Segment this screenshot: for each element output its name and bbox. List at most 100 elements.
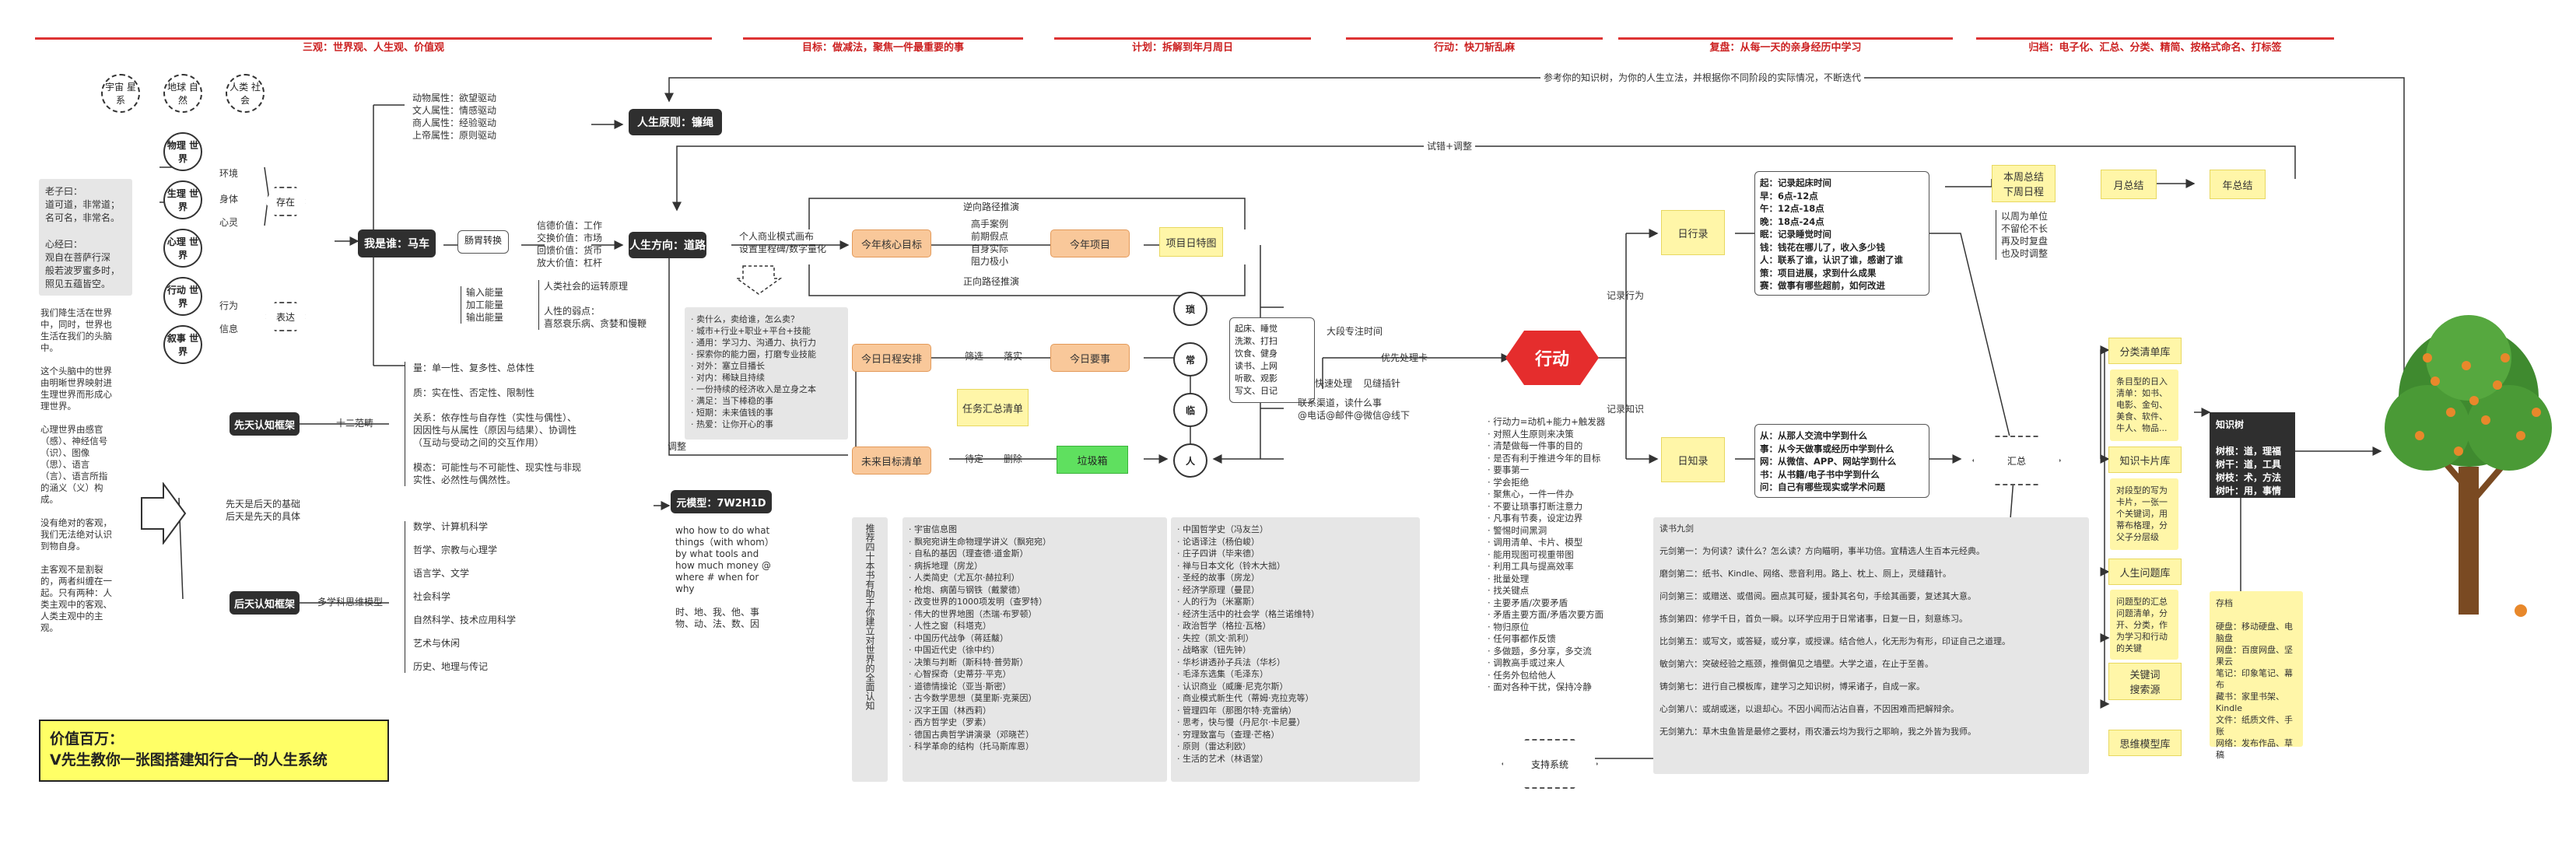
down-arrow-icon	[735, 265, 782, 295]
action-people: 人	[1173, 443, 1207, 478]
future-list: 未来目标清单	[852, 447, 931, 475]
monthly-summary: 月总结	[2101, 170, 2157, 199]
lbl-big-time: 大段专注时间	[1327, 326, 1383, 337]
lbl-contact: 联系渠道，读什么事 @电话@邮件@微信@线下	[1298, 397, 1411, 421]
side-behavior: 行为	[219, 300, 239, 311]
trash-box: 垃圾箱	[1057, 446, 1128, 474]
social-text: 人类社会的运转原理 人性的弱点： 喜怒衰乐病、贪婪和慢鞭	[538, 280, 647, 330]
header-plan: 计划：拆解到年月周日	[1054, 37, 1311, 60]
daily-action-log: 日行录	[1661, 210, 1725, 255]
action-routine: 常	[1173, 342, 1207, 376]
routine-box: 起床、睡觉 洗漱、打扫 饮食、健身 读书、上网 听歌、观影 写文、日记	[1229, 317, 1315, 403]
header-goal: 目标：做减法，聚焦一件最重要的事	[743, 37, 1023, 60]
daily-schedule: 今日日程安排	[852, 344, 931, 372]
side-info: 信息	[219, 324, 239, 334]
energy-text: 输入能量 加工能量 输出能量	[461, 286, 503, 324]
yearly-summary: 年总结	[2210, 170, 2266, 199]
world-psychological: 心理 世界	[163, 229, 202, 268]
promo-line2: V先生教你一张图搭建知行合一的人生系统	[50, 751, 328, 769]
books-right: · 中国哲学史（冯友兰） · 论语译注（杨伯峻） · 庄子四讲（毕来德） · 禅…	[1171, 517, 1420, 782]
tree-icon	[2385, 315, 2552, 617]
header-worldview: 三观：世界观、人生观、价值观	[35, 37, 712, 60]
direction-note: 个人商业模式画布 设置里程碑/数字量化	[739, 231, 827, 254]
principle-block: 人生原则：镰绳	[629, 109, 722, 135]
weekly-note: 以周为单位 不留伦不长 再及时复盘 也及时调整	[1996, 210, 2048, 260]
promo-line1: 价值百万：	[50, 730, 124, 748]
task-summary: 任务汇总清单	[957, 389, 1029, 426]
books-left: · 宇宙信息图 · 飘宛宛讲生命物理学讲义（飘宛宛） · 自私的基因（理查德·道…	[902, 517, 1167, 782]
action-guide: · 行动力=动机+能力+触发器 · 对照人生原则来决策 · 清楚做每一件事的目的…	[1488, 416, 1606, 692]
after-framework: 后天认知框架	[230, 591, 300, 615]
lbl-delete: 删除	[1004, 454, 1023, 464]
keyword-search-tab: 关键词 搜索源	[2108, 663, 2182, 700]
reading-title: 读书九剑	[1660, 524, 1694, 534]
life-question-tab: 人生问题库	[2108, 559, 2182, 585]
year-project: 今年项目	[1050, 229, 1130, 257]
discipline-list: 数学、计算机科学 哲学、宗教与心理学 语言学、文学 社会科学 自然科学、技术应用…	[405, 521, 516, 673]
books-vertical-label: 推荐四十本书有助于你建立对世界的全面认知	[864, 524, 875, 710]
sell-note: · 卖什么，卖给谁，怎么卖？ · 城市+行业+职业+平台+技能 · 通用：学习力…	[685, 307, 848, 440]
lbl-gap: 见缝插针	[1363, 378, 1401, 389]
action-log-box: 起：记录起床时间 早：6点-12点 午：12点-18点 晚：18点-24点 眠：…	[1754, 171, 1929, 296]
weekly-summary: 本周总结 下周日程	[1992, 165, 2056, 202]
values-text: 信德价值：工作 交换价值：市场 回馈价值：货币 放大价值：杠杆	[537, 220, 603, 268]
direction-block: 人生方向：道路	[629, 232, 706, 258]
lbl-pending: 待定	[965, 454, 984, 464]
world-note: 我们降生活在世界 中，同时，世界也 生活在我们的头脑 中。 这个头脑中的世界 由…	[40, 307, 112, 633]
forward-path: 正向路径推演	[963, 276, 1020, 287]
world-action: 行动 世界	[163, 277, 202, 316]
circle-universe: 宇宙 星系	[101, 74, 140, 113]
action-temp: 临	[1173, 393, 1207, 427]
world-physical: 物理 世界	[163, 132, 202, 171]
flow-text: 高手案例 前期假点 自身实际 阻力极小	[971, 219, 1009, 267]
lbl-quick: 快速处理	[1315, 378, 1353, 389]
who-am-i-block: 我是谁：马车	[358, 229, 436, 257]
lbl-record-knowledge: 记录知识	[1607, 404, 1645, 415]
year-goal: 今年核心目标	[852, 229, 931, 257]
header-action: 行动：快刀斩乱麻	[1346, 37, 1603, 60]
header-review: 复盘：从每一天的亲身经历中学习	[1618, 37, 1953, 60]
meta-model: 元模型：7W2H1D	[671, 490, 772, 513]
knowledge-tree-box: 知识树 树根：道，理福 树干：道，工具 树枝：术，方法 树叶：用，事情 花果：果…	[2210, 412, 2295, 510]
laozi-note: 老子曰： 道可道，非常道； 名可名，非常名。 心经曰： 观自在菩萨行深 般若波罗…	[39, 179, 132, 296]
question-note: 问题型的汇总 问题清单，分 开、分类，作 为学习和行动 的关键	[2110, 590, 2178, 660]
express-hex: 表达	[265, 302, 307, 331]
side-body: 身体	[219, 194, 239, 205]
modules-box: 肠胃转换	[457, 230, 509, 254]
world-physiological: 生理 世界	[163, 180, 202, 219]
action-trivial: 琐	[1173, 292, 1207, 326]
reading-text: 元剑第一：为何读？读什么？怎么读？方向瞄明，事半功倍。宜精选人生百本元经典。 磨…	[1660, 546, 2010, 737]
big-arrow-icon	[141, 482, 187, 545]
knowledge-card-tab: 知识卡片库	[2108, 447, 2182, 473]
circle-earth: 地球 自然	[163, 74, 202, 113]
prior-note: 十二范畴	[336, 418, 374, 429]
summary-hex: 汇总	[1972, 436, 2061, 485]
reverse-path: 逆向路径推演	[963, 201, 1020, 212]
lbl-implement: 落实	[1004, 351, 1023, 362]
reading-box: 读书九剑 元剑第一：为何读？读什么？怎么读？方向瞄明，事半功倍。宜精选人生百本元…	[1653, 517, 2089, 774]
books-vertical-box: 推荐四十本书有助于你建立对世界的全面认知	[852, 517, 888, 782]
prior-framework: 先天认知框架	[230, 412, 300, 436]
side-env: 环境	[219, 168, 239, 179]
storage-note: 存档 硬盘：移动硬盘、电脑盘 网盘：百度网盘、坚果云 笔记：印象笔记、幕布 藏书…	[2210, 591, 2303, 760]
card-note: 对段型的写为 卡片，一张一 个关键词，用 蒂布格理，分 父子分层级	[2110, 478, 2178, 550]
daily-main: 今日要事	[1050, 344, 1130, 372]
world-narrative: 叙事 世界	[163, 325, 202, 364]
tree-ref-text: 参考你的知识树，为你的人生立法，并根据你不同阶段的实际情况，不断迭代	[1540, 72, 1865, 84]
promo-box: 价值百万： V先生教你一张图搭建知行合一的人生系统	[39, 720, 389, 782]
lbl-record-action: 记录行为	[1607, 290, 1645, 301]
meta-text: who how to do what things（with whom） by …	[675, 525, 774, 629]
prior-list: 量：单一性、复多性、总体性 质：实在性、否定性、限制性 关系：依存性与自存性（实…	[405, 362, 581, 486]
side-mind: 心灵	[219, 217, 239, 228]
prior-between: 先天是后天的基础 后天是先天的具体	[226, 499, 301, 522]
attrs-text: 动物属性：欲望驱动 文人属性：情感驱动 商人属性：经验驱动 上帝属性：原则驱动	[412, 93, 497, 141]
lbl-adjust: 调整	[668, 441, 687, 452]
category-note: 条目型的日入 清单：如书、 电影、金句、 美食、软件、 牛人、物品...	[2110, 369, 2178, 441]
circle-society: 人类 社会	[226, 74, 265, 113]
action-badge: 行动	[1505, 331, 1599, 385]
daily-knowledge-log: 日知录	[1661, 437, 1725, 482]
project-gantt: 项目日特图	[1159, 227, 1223, 257]
header-archive: 归档：电子化、汇总、分类、精简、按格式命名、打标签	[1976, 37, 2334, 60]
tree-ref2-text: 试错+调整	[1424, 140, 1476, 152]
